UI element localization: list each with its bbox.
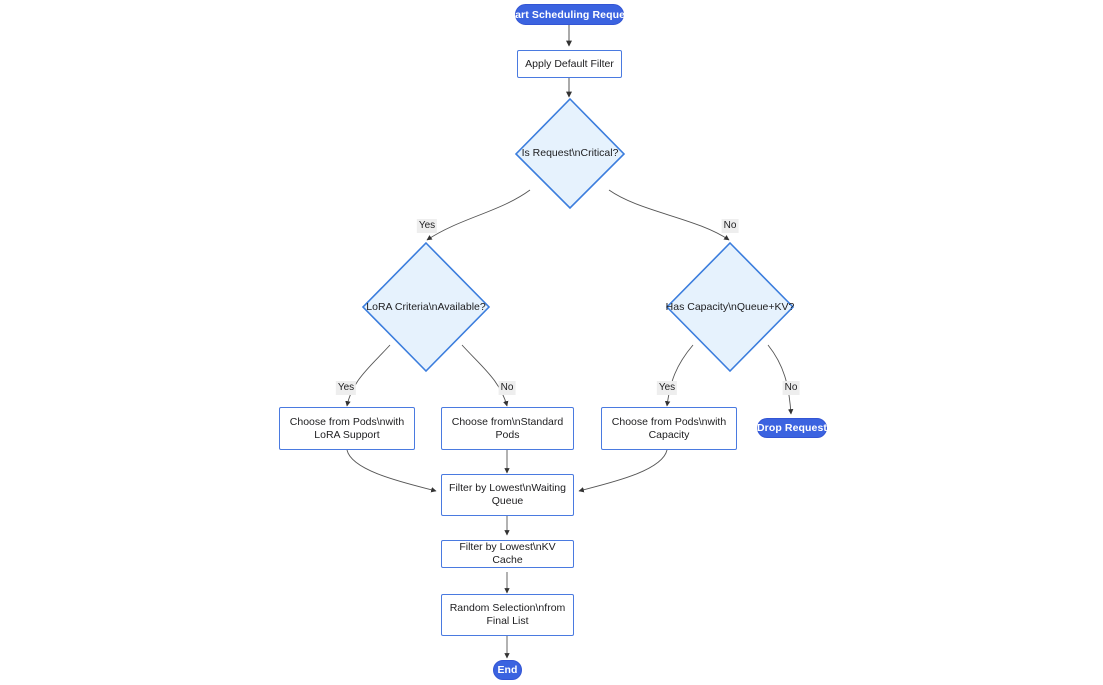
node-is-request-critical[interactable]: Is Request\nCritical?	[516, 99, 624, 208]
node-end[interactable]: End	[493, 660, 522, 680]
edge-label-critical-no: No	[721, 219, 739, 233]
edge-label-lora-no: No	[498, 381, 516, 395]
node-drop-request[interactable]: Drop Request	[757, 418, 827, 438]
node-filter-waiting-queue-line1: Filter by Lowest\nWaiting	[449, 482, 566, 494]
node-end-label: End	[497, 664, 518, 676]
edge-label-lora-yes: Yes	[335, 381, 357, 395]
node-filter-waiting-queue-line2: Queue	[491, 495, 524, 507]
node-has-capacity-queue-kv-label: Has Capacity\nQueue+KV?	[665, 300, 795, 313]
node-choose-lora-pods-line2: LoRA Support	[314, 428, 380, 441]
node-choose-lora-pods[interactable]: Choose from Pods\nwith LoRA Support	[279, 407, 415, 450]
node-choose-capacity-pods[interactable]: Choose from Pods\nwith Capacity	[601, 407, 737, 450]
edge-label-capacity-no: No	[782, 381, 800, 395]
node-lora-criteria-available[interactable]: LoRA Criteria\nAvailable?	[363, 243, 489, 371]
node-random-selection-line2: Final List	[486, 615, 529, 627]
edge-critical-to-lora	[426, 189, 531, 241]
edge-lorapods-to-queuefilter	[346, 449, 437, 493]
node-lora-criteria-available-label: LoRA Criteria\nAvailable?	[366, 300, 486, 313]
node-drop-request-label: Drop Request	[756, 422, 828, 434]
node-choose-standard-pods[interactable]: Choose from\nStandard Pods	[441, 407, 574, 450]
node-is-request-critical-label: Is Request\nCritical?	[521, 147, 619, 159]
edge-label-capacity-yes: Yes	[656, 381, 678, 395]
edge-cappods-to-queuefilter	[578, 449, 668, 493]
node-apply-default-filter[interactable]: Apply Default Filter	[517, 50, 622, 78]
node-start-scheduling-request[interactable]: Start Scheduling Request	[504, 4, 634, 25]
edge-label-critical-yes: Yes	[416, 219, 438, 233]
node-filter-kv-cache-line1: Filter by Lowest\nKV Cache	[459, 541, 556, 566]
node-has-capacity-queue-kv[interactable]: Has Capacity\nQueue+KV?	[665, 243, 795, 371]
node-apply-default-filter-label: Apply Default Filter	[525, 57, 614, 70]
node-choose-capacity-pods-line1: Choose from Pods\nwith	[611, 415, 727, 428]
node-random-selection[interactable]: Random Selection\nfrom Final List	[441, 594, 574, 636]
node-random-selection-line1: Random Selection\nfrom	[449, 602, 566, 614]
node-choose-capacity-pods-line2: Capacity	[648, 428, 690, 441]
node-choose-lora-pods-line1: Choose from Pods\nwith	[289, 415, 405, 428]
node-choose-standard-pods-line2: Pods	[495, 428, 520, 441]
edge-critical-to-capacity	[608, 189, 730, 241]
node-choose-standard-pods-line1: Choose from\nStandard	[451, 415, 564, 428]
node-filter-waiting-queue[interactable]: Filter by Lowest\nWaiting Queue	[441, 474, 574, 516]
node-start-label: Start Scheduling Request	[504, 8, 635, 21]
node-filter-kv-cache[interactable]: Filter by Lowest\nKV Cache	[441, 540, 574, 568]
